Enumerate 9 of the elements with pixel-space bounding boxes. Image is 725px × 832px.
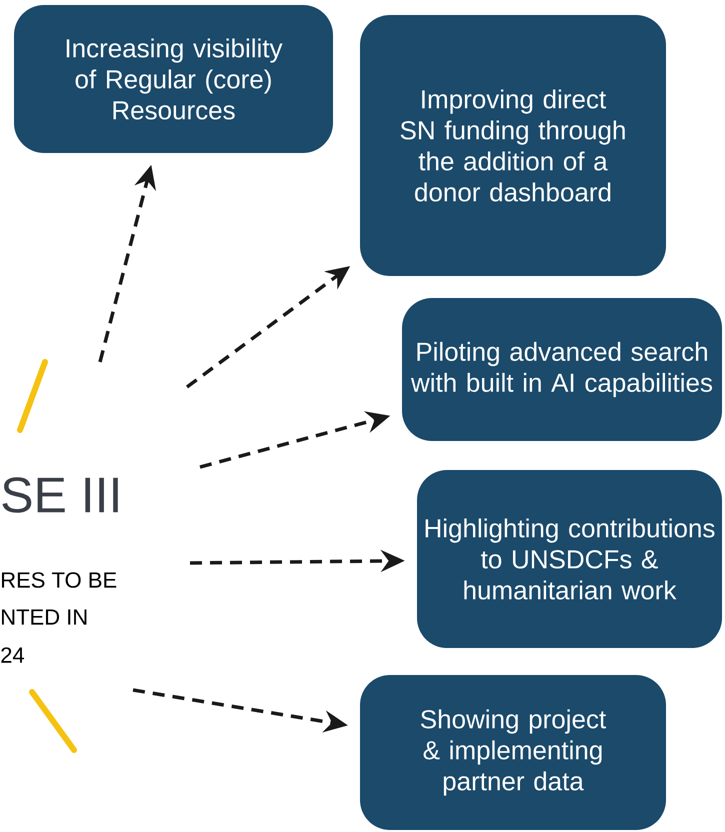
- process-box: Piloting advanced search with built in AI capabilities: [402, 298, 722, 441]
- process-box: Showing project & implementing partner data: [360, 675, 666, 830]
- process-box: Increasing visibility of Regular (core) Resources: [14, 5, 333, 153]
- heading: SE III: [2, 477, 118, 513]
- process-box: Highlighting contributions to UNSDCFs & humanitarian work: [417, 470, 722, 648]
- body-text: RES TO BE: [2, 572, 116, 588]
- process-box: Improving direct SN funding through the addition of a donor dashboard: [360, 15, 666, 276]
- body-text: NTED IN: [2, 609, 86, 625]
- body-text: 24: [1, 647, 24, 663]
